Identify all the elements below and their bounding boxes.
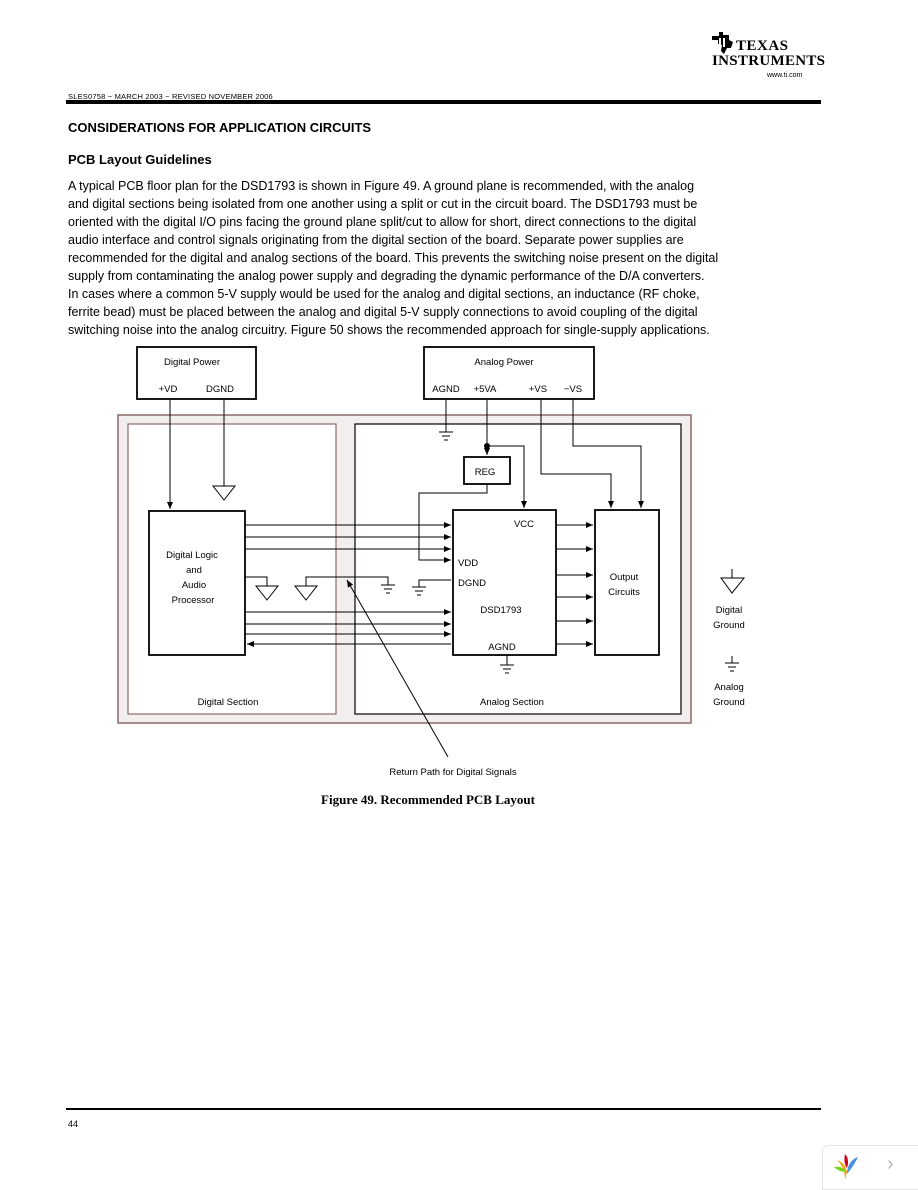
ti-logo-icon [712, 32, 733, 54]
body-line: recommended for the digital and analog s… [68, 251, 719, 265]
chip-pin-agnd: AGND [488, 642, 516, 653]
body-line: switching noise into the analog circuitr… [68, 323, 710, 337]
pin-vd: +VD [159, 384, 178, 395]
wiring [167, 399, 644, 758]
chip-pin-vcc: VCC [514, 519, 534, 530]
digital-logic-label-4: Processor [172, 595, 215, 606]
legend-digital-ground-2: Ground [713, 620, 745, 631]
logo-text-texas: TEXAS [736, 38, 789, 54]
document-id: SLES0758 − MARCH 2003 − REVISED NOVEMBER… [68, 92, 273, 101]
digital-logic-box [148, 510, 246, 656]
digital-logic-label-1: Digital Logic [166, 550, 218, 561]
footer-rule [66, 1108, 821, 1110]
figure-caption: Figure 49. Recommended PCB Layout [321, 792, 535, 807]
pin-dgnd: DGND [206, 384, 234, 395]
ti-logo: TEXAS INSTRUMENTS www.ti.com [710, 28, 826, 94]
body-line: and digital sections being isolated from… [68, 197, 698, 211]
digital-ground-symbols [211, 485, 746, 601]
body-line: In cases where a common 5-V supply would… [68, 287, 700, 301]
regulator-box [463, 456, 511, 485]
logo-text-instruments: INSTRUMENTS [712, 53, 826, 69]
logo-url: www.ti.com [767, 72, 803, 79]
analog-ground-symbols [381, 431, 739, 674]
legend-analog-ground-1: Analog [714, 682, 744, 693]
analog-section-label: Analog Section [480, 697, 544, 708]
header-rule [66, 100, 821, 104]
pin-vs-minus: −VS [564, 384, 582, 395]
chip-pin-vdd: VDD [458, 558, 478, 569]
chip-pin-dgnd: DGND [458, 578, 486, 589]
body-paragraph: A typical PCB floor plan for the DSD1793… [68, 177, 758, 339]
section-heading: CONSIDERATIONS FOR APPLICATION CIRCUITS [68, 120, 372, 135]
output-circuits-box [594, 509, 660, 656]
page-number: 44 [68, 1119, 79, 1129]
output-label-1: Output [610, 572, 639, 583]
analog-power-title: Analog Power [474, 357, 533, 368]
pin-5va: +5VA [474, 384, 497, 395]
viewer-widget[interactable]: › [822, 1145, 918, 1190]
digital-power-box [136, 346, 257, 400]
regulator-label: REG [475, 467, 496, 478]
digital-logic-label-2: and [186, 565, 202, 576]
legend-analog-ground-2: Ground [713, 697, 745, 708]
body-line: audio interface and control signals orig… [68, 233, 684, 247]
return-path-label: Return Path for Digital Signals [389, 767, 517, 778]
output-label-2: Circuits [608, 587, 640, 598]
digital-logic-label-3: Audio [182, 580, 206, 591]
dsd1793-chip [452, 509, 557, 656]
body-line: ferrite bead) must be placed between the… [68, 305, 698, 319]
body-line: supply from contaminating the analog pow… [68, 269, 705, 283]
chip-name: DSD1793 [480, 605, 521, 616]
analog-power-box [423, 346, 595, 400]
digital-power-title: Digital Power [164, 357, 220, 368]
body-line: oriented with the digital I/O pins facin… [68, 215, 697, 229]
sub-heading: PCB Layout Guidelines [68, 152, 212, 167]
body-line: A typical PCB floor plan for the DSD1793… [68, 179, 695, 193]
viewer-logo-icon [834, 1154, 858, 1180]
pin-vs-plus: +VS [529, 384, 547, 395]
legend-digital-ground-1: Digital [716, 605, 742, 616]
digital-section-label: Digital Section [198, 697, 259, 708]
next-page-chevron-icon[interactable]: › [887, 1153, 894, 1175]
pin-agnd: AGND [432, 384, 460, 395]
